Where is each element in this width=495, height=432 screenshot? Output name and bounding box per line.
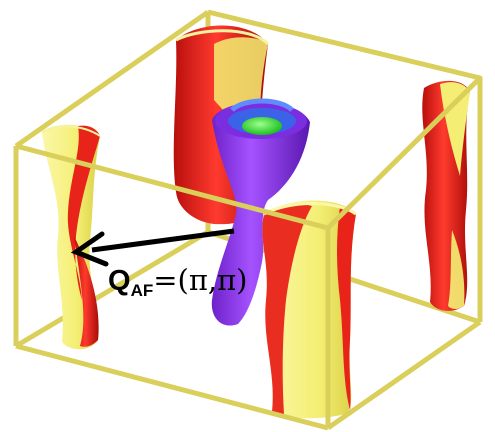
nesting-vector-label: QAF=(π,π) bbox=[108, 263, 248, 300]
nesting-vector-arrow bbox=[70, 228, 235, 267]
fermi-sheet-left bbox=[41, 124, 101, 350]
fermi-pocket-center bbox=[211, 98, 310, 326]
q-value: =(π,π) bbox=[153, 263, 248, 297]
fermi-sheet-front bbox=[262, 200, 357, 419]
q-subscript: AF bbox=[130, 281, 154, 300]
fermi-sheet-right bbox=[422, 80, 470, 311]
zone-box-front bbox=[13, 76, 482, 431]
q-symbol: Q bbox=[108, 265, 131, 297]
